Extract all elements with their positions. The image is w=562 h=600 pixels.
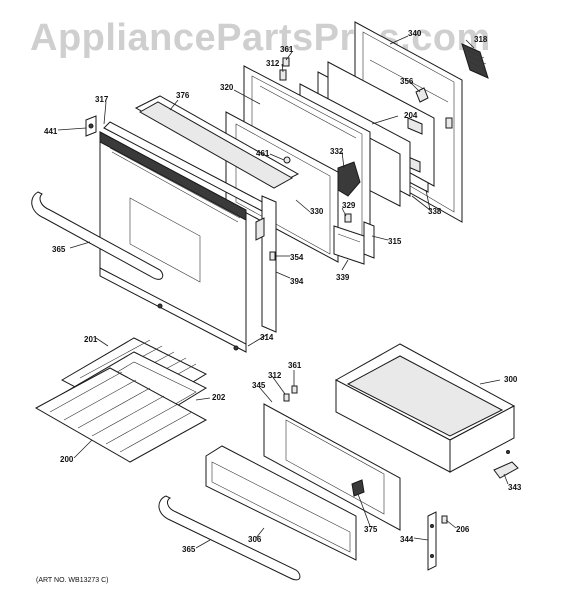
label-376: 376 bbox=[176, 91, 190, 100]
label-356: 356 bbox=[400, 77, 414, 86]
drawer-panel-306[interactable] bbox=[205, 445, 357, 561]
label-312-upper: 312 bbox=[266, 59, 280, 68]
drawer-body-300[interactable] bbox=[334, 343, 516, 473]
art-number-note: (ART NO. WB13273 C) bbox=[36, 577, 109, 584]
drawer-handle-365-lower[interactable] bbox=[158, 495, 301, 581]
baffle-339[interactable] bbox=[333, 225, 365, 265]
screw-354[interactable] bbox=[269, 251, 276, 261]
label-339: 339 bbox=[336, 273, 350, 282]
screw-206[interactable] bbox=[441, 515, 448, 524]
label-201: 201 bbox=[84, 335, 98, 344]
screw-461[interactable] bbox=[283, 156, 291, 164]
bracket-329[interactable] bbox=[344, 213, 352, 223]
label-332: 332 bbox=[330, 147, 344, 156]
label-365-upper: 365 bbox=[52, 245, 66, 254]
label-315: 315 bbox=[388, 237, 402, 246]
label-461: 461 bbox=[256, 149, 270, 158]
label-340: 340 bbox=[408, 29, 422, 38]
drawer-slide-343[interactable] bbox=[493, 450, 519, 479]
label-365-lower: 365 bbox=[182, 545, 196, 554]
label-345: 345 bbox=[252, 381, 266, 390]
label-318: 318 bbox=[474, 35, 488, 44]
label-354: 354 bbox=[290, 253, 304, 262]
vent-trim-376[interactable] bbox=[134, 95, 300, 189]
label-206: 206 bbox=[456, 525, 470, 534]
watermark: AppliancePartsPros.com bbox=[30, 17, 491, 59]
door-handle-365-upper[interactable] bbox=[31, 191, 164, 280]
door-side-315[interactable] bbox=[363, 221, 375, 259]
screw-361-lower[interactable] bbox=[291, 385, 298, 394]
label-317: 317 bbox=[95, 95, 109, 104]
label-200: 200 bbox=[60, 455, 74, 464]
label-320: 320 bbox=[220, 83, 234, 92]
label-314: 314 bbox=[260, 333, 274, 342]
label-394: 394 bbox=[290, 277, 304, 286]
label-343: 343 bbox=[508, 483, 522, 492]
label-375: 375 bbox=[364, 525, 378, 534]
label-306: 306 bbox=[248, 535, 262, 544]
part-labels: 340 318 361 312 356 317 376 320 204 441 … bbox=[44, 29, 522, 554]
slide-rail-344[interactable] bbox=[427, 511, 437, 571]
label-329: 329 bbox=[342, 201, 356, 210]
door-side-panel-394[interactable] bbox=[255, 195, 277, 333]
label-361-lower: 361 bbox=[288, 361, 302, 370]
label-338: 338 bbox=[428, 207, 442, 216]
door-bottom-trim-314[interactable] bbox=[99, 267, 247, 353]
bracket-375[interactable] bbox=[351, 479, 365, 497]
screw-312-lower[interactable] bbox=[283, 393, 290, 402]
leader-lines bbox=[57, 35, 509, 549]
label-202: 202 bbox=[212, 393, 226, 402]
door-gasket-318[interactable] bbox=[461, 43, 489, 79]
label-204: 204 bbox=[404, 111, 418, 120]
clip-441[interactable] bbox=[85, 115, 97, 137]
label-361-upper: 361 bbox=[280, 45, 294, 54]
label-312-lower: 312 bbox=[268, 371, 282, 380]
label-300: 300 bbox=[504, 375, 518, 384]
screw-361-upper[interactable] bbox=[282, 57, 290, 67]
drawer-front-frame-345[interactable] bbox=[263, 403, 401, 531]
hinge-332[interactable] bbox=[337, 161, 361, 197]
label-330: 330 bbox=[310, 207, 324, 216]
label-441: 441 bbox=[44, 127, 58, 136]
label-344: 344 bbox=[400, 535, 414, 544]
oven-rack-200[interactable] bbox=[34, 367, 208, 463]
